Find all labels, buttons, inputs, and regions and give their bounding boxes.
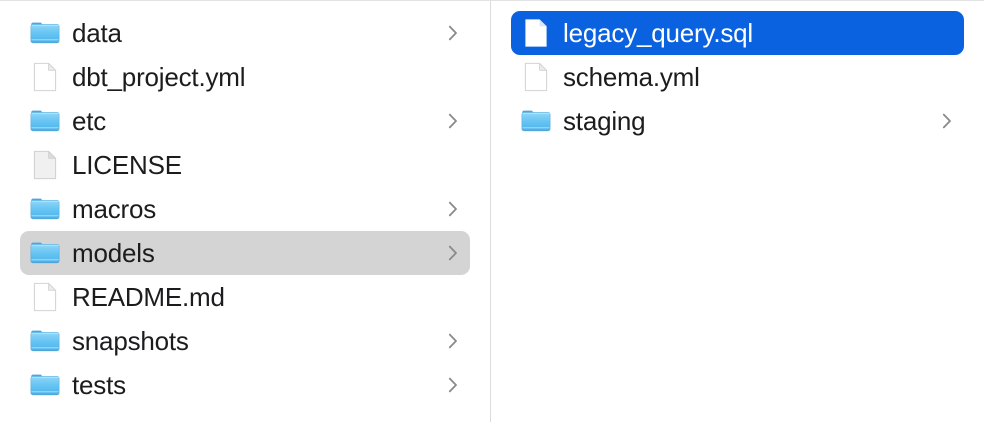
folder-icon — [30, 106, 60, 136]
folder-row[interactable]: tests — [20, 363, 470, 407]
folder-icon — [30, 370, 60, 400]
item-label: staging — [563, 106, 646, 136]
folder-icon — [30, 238, 60, 268]
item-label: schema.yml — [563, 62, 700, 92]
folder-icon — [30, 194, 60, 224]
chevron-right-icon[interactable] — [444, 198, 462, 220]
folder-icon — [30, 326, 60, 356]
chevron-right-icon[interactable] — [444, 330, 462, 352]
file-row[interactable]: legacy_query.sql — [511, 11, 964, 55]
item-label: LICENSE — [72, 150, 182, 180]
file-row[interactable]: schema.yml — [511, 55, 964, 99]
file-row[interactable]: README.md — [20, 275, 470, 319]
document-icon — [521, 62, 551, 92]
item-label: models — [72, 238, 155, 268]
chevron-right-icon[interactable] — [444, 22, 462, 44]
item-label: dbt_project.yml — [72, 62, 246, 92]
document-icon — [521, 18, 551, 48]
folder-icon — [521, 106, 551, 136]
chevron-right-icon[interactable] — [938, 110, 956, 132]
file-row[interactable]: LICENSE — [20, 143, 470, 187]
folder-row[interactable]: models — [20, 231, 470, 275]
folder-row[interactable]: etc — [20, 99, 470, 143]
item-label: etc — [72, 106, 107, 136]
folder-row[interactable]: data — [20, 11, 470, 55]
item-label: snapshots — [72, 326, 189, 356]
item-label: macros — [72, 194, 157, 224]
item-label: legacy_query.sql — [563, 18, 753, 48]
file-column-child[interactable]: legacy_query.sql schema.yml staging — [491, 1, 984, 422]
document-icon — [30, 282, 60, 312]
folder-row[interactable]: macros — [20, 187, 470, 231]
folder-row[interactable]: staging — [511, 99, 964, 143]
document-plain-icon — [30, 150, 60, 180]
chevron-right-icon[interactable] — [444, 242, 462, 264]
file-row[interactable]: dbt_project.yml — [20, 55, 470, 99]
item-label: tests — [72, 370, 126, 400]
document-icon — [30, 62, 60, 92]
item-label: data — [72, 18, 122, 48]
chevron-right-icon[interactable] — [444, 374, 462, 396]
folder-icon — [30, 18, 60, 48]
item-label: README.md — [72, 282, 225, 312]
folder-row[interactable]: snapshots — [20, 319, 470, 363]
chevron-right-icon[interactable] — [444, 110, 462, 132]
